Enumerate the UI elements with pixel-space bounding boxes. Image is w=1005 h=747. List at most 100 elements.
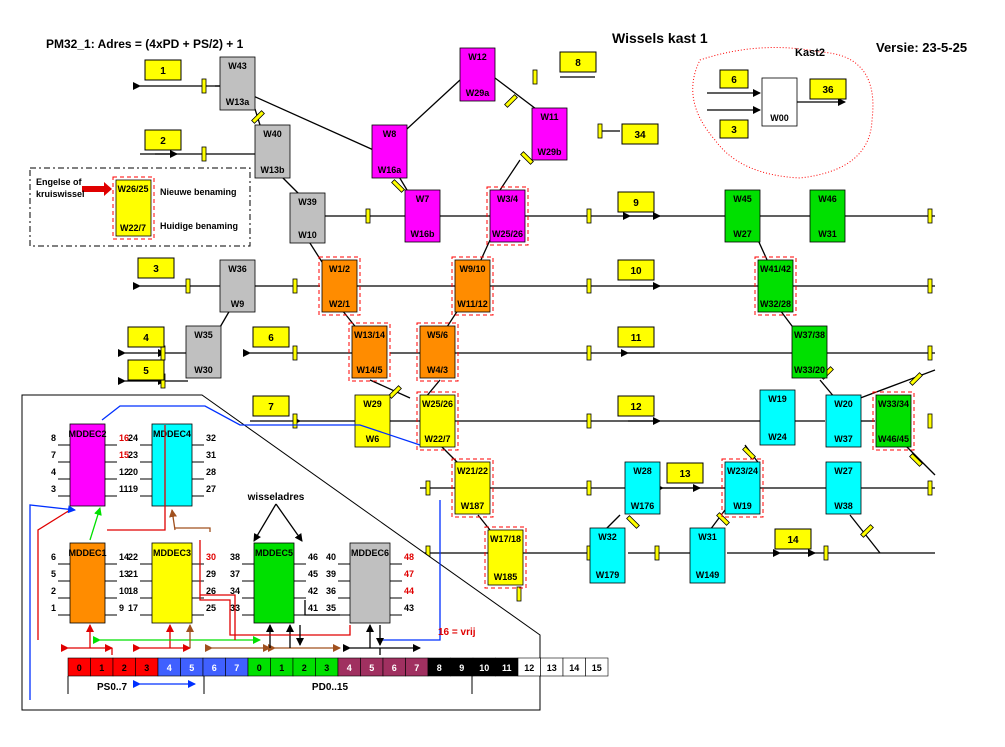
wire bbox=[380, 500, 441, 641]
decoder-pin-left: 7 bbox=[51, 450, 56, 460]
switch-old-label: W11/12 bbox=[457, 299, 488, 309]
track-label: 13 bbox=[679, 469, 691, 480]
bit-label: 8 bbox=[437, 663, 442, 673]
switch-rect bbox=[419, 394, 456, 448]
decoder-pin-left: 20 bbox=[128, 467, 138, 477]
legend-type-label: kruiswissel bbox=[36, 189, 85, 199]
switch-dashed-outline bbox=[486, 186, 529, 246]
switch-rect bbox=[875, 394, 912, 448]
switch-dashed-outline bbox=[348, 322, 391, 382]
bit-label: 2 bbox=[122, 663, 127, 673]
decoder-pin-right: 14 bbox=[119, 552, 129, 562]
decoder-pin-left: 36 bbox=[326, 586, 336, 596]
decoder-pin-left: 35 bbox=[326, 603, 336, 613]
switch-new-label: W46 bbox=[818, 194, 837, 204]
diagonal bbox=[239, 89, 379, 153]
legend-arrow-icon bbox=[82, 182, 112, 196]
track-line bbox=[169, 509, 177, 531]
decoder-pin-right: 28 bbox=[206, 467, 216, 477]
switch-rect bbox=[791, 325, 828, 379]
switch-old-label: W29b bbox=[537, 147, 562, 157]
insulator bbox=[425, 480, 431, 496]
switch-dashed-outline bbox=[484, 526, 527, 589]
bit-label: 13 bbox=[547, 663, 557, 673]
switch-old-label: W37 bbox=[834, 434, 853, 444]
page-title: Wissels kast 1 bbox=[612, 30, 708, 46]
switch-new-label: W19 bbox=[768, 394, 787, 404]
bit-label: 7 bbox=[234, 663, 239, 673]
switch-old-label: W13b bbox=[260, 165, 285, 175]
decoder-pin-right: 44 bbox=[404, 586, 414, 596]
switch-old-label: W14/5 bbox=[356, 365, 382, 375]
switch-rect bbox=[809, 189, 846, 243]
decoder-rect bbox=[69, 423, 106, 507]
insulator bbox=[292, 278, 298, 294]
bit-cell bbox=[585, 657, 609, 677]
switch-old-label: W30 bbox=[194, 365, 213, 375]
insulator bbox=[292, 345, 298, 361]
decoder-name: MDDEC1 bbox=[68, 548, 106, 558]
version-label: Versie: 23-5-25 bbox=[876, 40, 968, 55]
switch-rect bbox=[487, 529, 524, 586]
wire bbox=[200, 594, 236, 640]
insulator bbox=[927, 413, 933, 429]
switch-new-label: W31 bbox=[698, 532, 717, 542]
bit-label: 6 bbox=[212, 663, 217, 673]
insulator bbox=[160, 345, 166, 361]
legend-frame bbox=[29, 167, 251, 247]
decoder-pin-right: 47 bbox=[404, 569, 414, 579]
switch-old-label: W9 bbox=[231, 299, 245, 309]
decoder-pin-right: 46 bbox=[308, 552, 318, 562]
switch-new-label: W41/42 bbox=[760, 264, 791, 274]
track-label: 9 bbox=[633, 198, 639, 209]
switch-rect bbox=[404, 189, 441, 243]
decoder-pin-right: 12 bbox=[119, 467, 129, 477]
decoder-pin-right: 29 bbox=[206, 569, 216, 579]
switch-new-label: W12 bbox=[468, 52, 487, 62]
decoder-name: MDDEC2 bbox=[68, 429, 106, 439]
decoder-rect bbox=[253, 542, 295, 624]
switch-rect bbox=[371, 124, 408, 179]
decoder-pin-right: 15 bbox=[119, 450, 129, 460]
switch-new-label: W11 bbox=[540, 112, 558, 122]
switch-new-label: W5/6 bbox=[427, 330, 448, 340]
switch-dashed-outline bbox=[318, 256, 361, 316]
bit-label: 7 bbox=[414, 663, 419, 673]
decoder-pin-left: 3 bbox=[51, 484, 56, 494]
kast2-boundary bbox=[692, 47, 874, 179]
switch-old-label: W16a bbox=[378, 165, 403, 175]
track-label-box bbox=[617, 191, 655, 213]
switch-rect bbox=[531, 107, 568, 161]
bit-label: 3 bbox=[324, 663, 329, 673]
decoder-pin-left: 8 bbox=[51, 433, 56, 443]
insulator bbox=[520, 151, 534, 165]
bit-label: 0 bbox=[77, 663, 82, 673]
insulator bbox=[185, 278, 191, 294]
bit-label: 2 bbox=[302, 663, 307, 673]
track-label-box bbox=[617, 326, 655, 348]
legend-top: W26/25 bbox=[117, 184, 148, 194]
insulator bbox=[292, 413, 298, 429]
insulator bbox=[909, 453, 923, 467]
decoder-pin-left: 34 bbox=[230, 586, 240, 596]
track-label: 3 bbox=[731, 125, 737, 136]
switch-rect bbox=[254, 124, 291, 179]
track-label: 11 bbox=[631, 333, 642, 344]
switch-old-label: W19 bbox=[733, 501, 752, 511]
track-label-box bbox=[809, 78, 847, 100]
switch-new-label: W21/22 bbox=[457, 466, 488, 476]
switch-new-label: W9/10 bbox=[459, 264, 485, 274]
insulator bbox=[504, 94, 518, 108]
track-label: 12 bbox=[630, 402, 642, 413]
track-label: 10 bbox=[630, 266, 642, 277]
legend-switch-rect bbox=[115, 179, 152, 237]
wire bbox=[29, 504, 76, 700]
insulator bbox=[597, 123, 603, 139]
